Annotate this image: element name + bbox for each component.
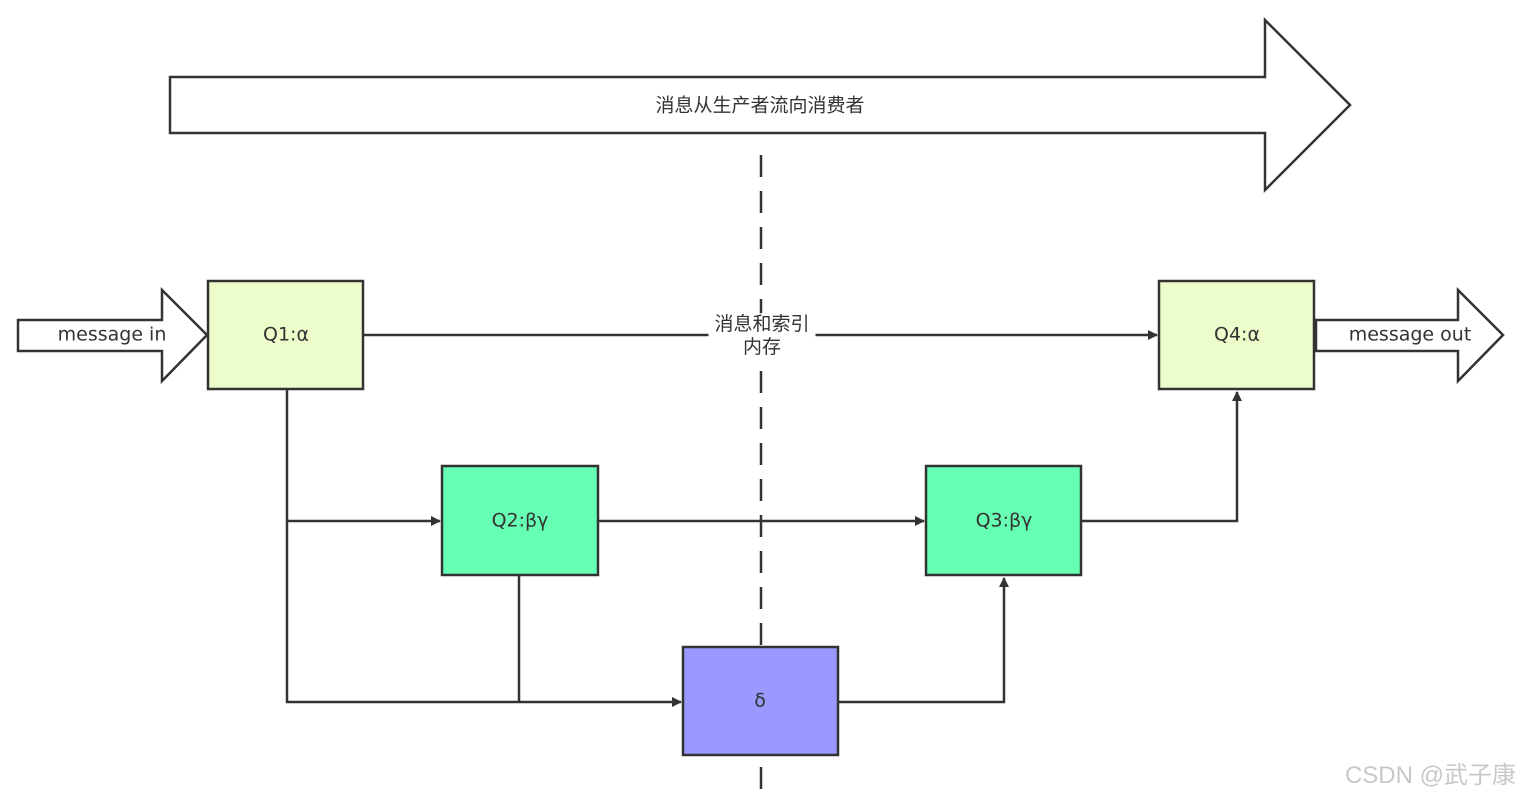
- connector-q1-delta: [285, 521, 682, 707]
- connector-q1-q2: [285, 390, 441, 526]
- flow-direction-arrow: [168, 16, 1352, 194]
- queue-box-q3: [924, 464, 1083, 577]
- queue-box-q1: [206, 279, 365, 391]
- memory-label: 消息和索引 内存: [708, 313, 816, 359]
- message-in-label: message in: [57, 323, 167, 346]
- q1-label: Q1:α: [263, 323, 309, 346]
- queue-box-q4: [1157, 279, 1316, 391]
- q3-label: Q3:βγ: [975, 509, 1033, 532]
- connector-delta-q3: [839, 577, 1009, 704]
- connector-q3-q4: [1082, 391, 1242, 523]
- message-out-arrow: [1314, 286, 1505, 385]
- watermark: CSDN @武子康: [1344, 762, 1516, 789]
- message-out-label: message out: [1348, 323, 1472, 346]
- memory-label-line1: 消息和索引: [714, 313, 810, 336]
- q4-label: Q4:α: [1214, 323, 1260, 346]
- delta-label: δ: [754, 689, 766, 712]
- memory-label-line2: 内存: [742, 336, 782, 358]
- message-in-arrow: [16, 286, 209, 385]
- flow-direction-label: 消息从生产者流向消费者: [655, 94, 865, 117]
- queue-box-q2: [440, 464, 600, 577]
- queue-box-delta: [681, 645, 840, 757]
- q2-label: Q2:βγ: [491, 509, 549, 532]
